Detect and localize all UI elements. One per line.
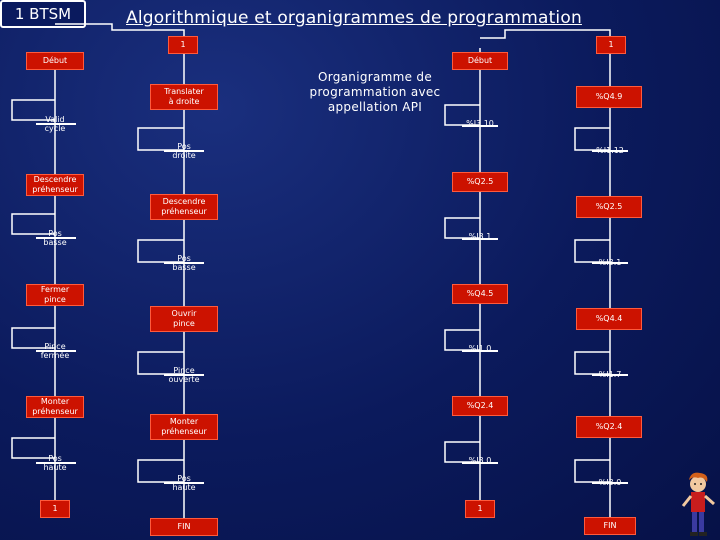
chart3-tick-3 xyxy=(462,350,498,352)
chart2-condition-pos-basse: Pos basse xyxy=(172,254,196,272)
chart1-condition-valid-cycle: Valid cycle xyxy=(44,115,66,133)
chart2-action-descendre: Descendre préhenseur xyxy=(150,194,218,220)
chart4-action-4: %Q2.4 xyxy=(576,416,642,438)
chart4-end-step: FIN xyxy=(584,517,636,535)
chart3-action-1: %Q2.5 xyxy=(452,172,508,192)
chart1-tick-1 xyxy=(36,123,76,125)
chart1-tick-4 xyxy=(36,462,76,464)
chart3-condition-4: %I3.0 xyxy=(468,455,492,465)
chart1-action-fermer: Fermer pince xyxy=(26,284,84,306)
chart1-condition-pos-haute: Pos haute xyxy=(43,454,67,472)
chart3-condition-1: %I3.10 xyxy=(466,118,494,128)
chart2-end-step: FIN xyxy=(150,518,218,536)
chart3-tick-1 xyxy=(462,125,498,127)
chart3-tick-4 xyxy=(462,462,498,464)
chart2-condition-pince-ouverte: Pince ouverte xyxy=(168,366,200,384)
chart4-tick-4 xyxy=(592,482,628,484)
course-badge: 1 BTSM xyxy=(0,0,86,28)
chart3-condition-3: %I1.0 xyxy=(468,343,492,353)
chart1-tick-2 xyxy=(36,237,76,239)
chart1-action-monter: Monter préhenseur xyxy=(26,396,84,418)
chart2-condition-pos-droite: Pos droite xyxy=(172,142,196,160)
chart4-tick-3 xyxy=(592,374,628,376)
chart1-start-step: Début xyxy=(26,52,84,70)
chart3-condition-2: %I3.1 xyxy=(468,231,492,241)
chart2-condition-pos-haute: Pos haute xyxy=(172,474,196,492)
chart3-start-step: Début xyxy=(452,52,508,70)
slide-title: Algorithmique et organigrammes de progra… xyxy=(126,8,582,28)
chart4-tick-1 xyxy=(592,150,628,152)
chart3-start-connector: 1 xyxy=(596,36,626,54)
chart4-action-2: %Q2.5 xyxy=(576,196,642,218)
chart3-tick-2 xyxy=(462,238,498,240)
chart1-end-connector: 1 xyxy=(40,500,70,518)
chart4-action-3: %Q4.4 xyxy=(576,308,642,330)
chart2-action-translater: Translater à droite xyxy=(150,84,218,110)
cartoon-boy-icon xyxy=(681,472,715,536)
chart2-action-ouvrir: Ouvrir pince xyxy=(150,306,218,332)
chart3-action-2: %Q4.5 xyxy=(452,284,508,304)
chart4-action-1: %Q4.9 xyxy=(576,86,642,108)
chart3-end-connector: 1 xyxy=(465,500,495,518)
chart2-tick-3 xyxy=(164,374,204,376)
chart2-action-monter: Monter préhenseur xyxy=(150,414,218,440)
chart2-tick-2 xyxy=(164,262,204,264)
chart3-action-3: %Q2.4 xyxy=(452,396,508,416)
chart4-tick-2 xyxy=(592,262,628,264)
chart2-tick-1 xyxy=(164,150,204,152)
chart1-condition-pos-basse: Pos basse xyxy=(43,229,67,247)
chart1-action-descendre: Descendre préhenseur xyxy=(26,174,84,196)
chart1-start-connector: 1 xyxy=(168,36,198,54)
slide-subtitle: Organigramme de programmation avec appel… xyxy=(309,70,441,114)
chart1-condition-pince-fermee: Pince fermée xyxy=(40,342,70,360)
chart2-tick-4 xyxy=(164,482,204,484)
chart1-tick-3 xyxy=(36,350,76,352)
